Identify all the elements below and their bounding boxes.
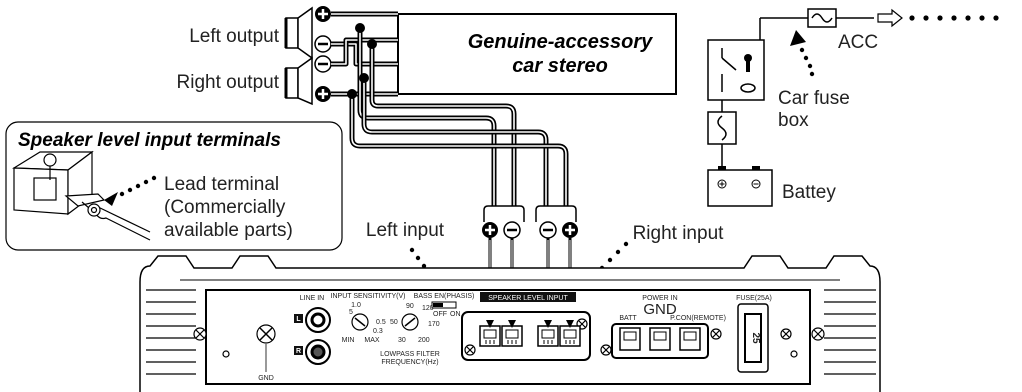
screw-icon bbox=[600, 344, 612, 356]
lead-terminal-line3: available parts) bbox=[164, 220, 293, 241]
bass-off-label: OFF bbox=[433, 311, 447, 318]
fuse-box-label-line1: Car fuse bbox=[778, 88, 850, 109]
car-stereo-box: Genuine-accessory car stereo bbox=[397, 13, 677, 95]
lead-terminal-line1: Lead terminal bbox=[164, 174, 279, 195]
screw-icon bbox=[710, 328, 722, 340]
junction-dot bbox=[355, 23, 365, 33]
sens-tick: 0.5 bbox=[376, 319, 386, 326]
acc-label: ACC bbox=[838, 32, 878, 53]
ignition-switch-icon bbox=[707, 39, 765, 101]
input-sensitivity-label: INPUT SENSITIVITY(V) bbox=[331, 293, 406, 300]
sens-tick: MAX bbox=[364, 337, 380, 344]
sens-tick: MIN bbox=[342, 337, 355, 344]
sens-tick: 5 bbox=[349, 309, 353, 316]
sensitivity-knob[interactable] bbox=[351, 313, 369, 331]
speaker-level-input-block: SPEAKER LEVEL INPUT bbox=[461, 292, 591, 361]
power-terminal[interactable] bbox=[679, 327, 701, 351]
sens-tick: 1.0 bbox=[351, 302, 361, 309]
left-output-label: Left output bbox=[189, 26, 280, 47]
screw-icon bbox=[464, 344, 476, 356]
bass-emphasis-label: BASS EN(PHASIS) bbox=[414, 293, 475, 300]
left-input-plus-icon bbox=[482, 222, 498, 238]
input-forks bbox=[483, 205, 577, 222]
right-speaker bbox=[284, 56, 313, 106]
screw-icon bbox=[780, 328, 792, 340]
speaker-terminals-callout: Speaker level input terminals Lead termi… bbox=[5, 121, 343, 251]
stereo-title-line1: Genuine-accessory bbox=[468, 31, 653, 53]
power-gnd-label: GND bbox=[643, 301, 677, 318]
right-input-minus-icon bbox=[539, 221, 557, 239]
speaker-terminals-title: Speaker level input terminals bbox=[18, 130, 281, 151]
battery-fuse-icon bbox=[707, 111, 737, 145]
speaker-input-terminal[interactable] bbox=[479, 325, 501, 347]
bass-on-label: ON bbox=[450, 311, 461, 318]
lead-terminal-line2: (Commercially bbox=[164, 197, 286, 218]
fuse-box-label-line2: box bbox=[778, 110, 809, 131]
sens-tick: 0.3 bbox=[373, 328, 383, 335]
speaker-right-minus-icon bbox=[314, 55, 332, 73]
power-terminal[interactable] bbox=[649, 327, 671, 351]
lpf-tick: 200 bbox=[418, 337, 430, 344]
speaker-input-terminal[interactable] bbox=[537, 325, 559, 347]
terminal-block-illustration bbox=[11, 150, 151, 241]
mount-hole-icon bbox=[790, 350, 798, 358]
lpf-tick: 30 bbox=[398, 337, 406, 344]
lpf-tick: 50 bbox=[390, 319, 398, 326]
rca-jack-left-icon bbox=[305, 307, 331, 333]
mount-hole-icon bbox=[222, 350, 230, 358]
lead-terminal-pointer bbox=[104, 175, 157, 206]
channel-l-label: L bbox=[296, 316, 301, 323]
stereo-title-line2: car stereo bbox=[512, 55, 608, 77]
lowpass-knob[interactable] bbox=[401, 313, 419, 331]
screw-icon bbox=[811, 327, 825, 341]
gnd-label: GND bbox=[258, 375, 274, 382]
lpf-tick: 170 bbox=[428, 321, 440, 328]
lowpass-filter-label: LOWPASS FILTER bbox=[380, 351, 440, 358]
fuse-box-pointer bbox=[790, 30, 815, 77]
frequency-label: FREQUENCY(Hz) bbox=[381, 359, 438, 366]
fuse-value-label: 25 bbox=[750, 332, 761, 344]
left-speaker bbox=[284, 6, 313, 60]
screw-icon bbox=[193, 327, 207, 341]
junction-dot bbox=[359, 73, 369, 83]
left-input-minus-icon bbox=[503, 221, 521, 239]
car-fuse-icon bbox=[807, 8, 837, 28]
line-in-label: LINE IN bbox=[300, 295, 325, 302]
input-arrowheads bbox=[486, 320, 574, 328]
batt-label: BATT bbox=[619, 315, 637, 322]
battery-icon bbox=[707, 166, 773, 207]
rca-jack-right-icon bbox=[305, 339, 331, 365]
bass-switch[interactable] bbox=[431, 301, 457, 309]
speaker-left-minus-icon bbox=[314, 35, 332, 53]
speaker-level-input-label: SPEAKER LEVEL INPUT bbox=[488, 295, 568, 302]
amp-fuse-icon bbox=[737, 303, 769, 373]
power-terminal[interactable] bbox=[619, 327, 641, 351]
right-input-label: Right input bbox=[633, 223, 725, 244]
right-output-label: Right output bbox=[177, 72, 280, 93]
fuse-label: FUSE(25A) bbox=[736, 295, 772, 302]
power-in-label: POWER IN bbox=[642, 295, 677, 302]
speaker-wires bbox=[331, 11, 569, 206]
left-input-label: Left input bbox=[366, 220, 445, 241]
speaker-input-terminal[interactable] bbox=[559, 325, 581, 347]
gnd-terminal bbox=[256, 324, 276, 372]
speaker-right-plus-icon bbox=[315, 86, 331, 102]
pcon-label: P.CON(REMOTE) bbox=[670, 315, 726, 322]
channel-r-label: R bbox=[296, 348, 301, 355]
acc-arrow-icon bbox=[877, 8, 999, 28]
battery-label: Battey bbox=[782, 182, 836, 203]
channel-r-badge bbox=[294, 346, 303, 355]
lpf-tick: 120 bbox=[422, 305, 434, 312]
speaker-input-terminal[interactable] bbox=[501, 325, 523, 347]
junction-dot bbox=[367, 39, 377, 49]
right-input-plus-icon bbox=[562, 222, 578, 238]
junction-dot bbox=[347, 89, 357, 99]
lpf-tick: 90 bbox=[406, 303, 414, 310]
speaker-left-plus-icon bbox=[315, 6, 331, 22]
channel-l-badge bbox=[294, 314, 303, 323]
